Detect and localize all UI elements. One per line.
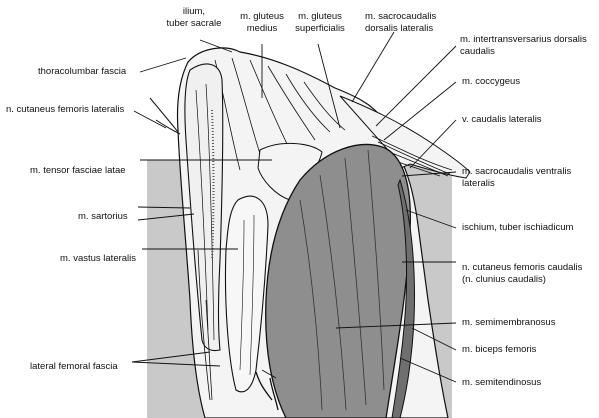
label-coccygeus: m. coccygeus <box>462 76 521 87</box>
label-sacrocaudalis-dorsalis-line1: m. sacrocaudalis <box>365 11 437 22</box>
label-ischium: ischium, tuber ischiadicum <box>462 222 574 233</box>
vastus-fibers <box>239 214 255 376</box>
label-gluteus-medius: m. gluteus medius <box>228 11 296 35</box>
label-sacrocaudalis-ventralis-line1: m. sacrocaudalis ventralis <box>462 166 572 177</box>
tail-fibers <box>371 135 453 177</box>
lateral-cutaneous-nerve <box>149 97 181 135</box>
label-intertransversarius-line1: m. intertransversarius dorsalis <box>460 34 587 45</box>
label-lateral-femoral-fascia: lateral femoral fascia <box>30 361 118 372</box>
tensor-fibers <box>195 83 215 341</box>
gluteus-medius-fibers <box>214 57 346 171</box>
label-thoracolumbar-fascia: thoracolumbar fascia <box>38 66 127 77</box>
label-sacrocaudalis-ventralis-line2: lateralis <box>462 178 495 189</box>
label-cutaneus-caudalis-line2: (n. clunius caudalis) <box>462 274 546 285</box>
label-ilium-line1: ilium, <box>182 6 206 17</box>
label-gluteus-superficialis-line1: m. gluteus <box>298 11 342 22</box>
tensor-stipple <box>211 109 215 261</box>
label-intertransversarius-line2: caudalis <box>460 46 495 57</box>
lateral-fascia-lines <box>197 249 213 401</box>
label-sacrocaudalis-ventralis: m. sacrocaudalis ventralis lateralis <box>462 166 571 190</box>
label-sartorius: m. sartorius <box>78 211 128 222</box>
label-biceps-femoris: m. biceps femoris <box>462 344 537 355</box>
label-tensor-fasciae-latae: m. tensor fasciae latae <box>30 165 126 176</box>
cutaneus-nerve-lower <box>255 371 279 411</box>
tail-region <box>339 95 471 179</box>
label-ilium-line2: tuber sacrale <box>166 18 222 29</box>
label-cutaneus-caudalis: n. cutaneus femoris caudalis (n. clunius… <box>462 262 582 286</box>
label-gluteus-medius-line2: medius <box>246 23 278 34</box>
vastus-lateralis <box>224 195 269 393</box>
tensor-fasciae-latae <box>184 63 224 352</box>
label-gluteus-medius-line1: m. gluteus <box>240 11 284 22</box>
label-gluteus-superficialis-line2: superficialis <box>295 23 345 34</box>
label-semimembranosus: m. semimembranosus <box>462 317 556 328</box>
label-cutaneus-caudalis-line1: n. cutaneus femoris caudalis <box>462 262 583 273</box>
label-intertransversarius: m. intertransversarius dorsalis caudalis <box>460 34 587 58</box>
label-vastus-lateralis: m. vastus lateralis <box>60 253 137 264</box>
biceps-fibers <box>299 149 385 411</box>
label-semitendinosus: m. semitendinosus <box>462 377 542 388</box>
label-cutaneus-lateralis: n. cutaneus femoris lateralis <box>6 104 125 115</box>
label-sacrocaudalis-dorsalis-line2: dorsalis lateralis <box>365 23 434 34</box>
label-ilium: ilium, tuber sacrale <box>164 6 224 30</box>
label-sacrocaudalis-dorsalis: m. sacrocaudalis dorsalis lateralis <box>365 11 436 35</box>
label-gluteus-superficialis: m. gluteus superficialis <box>288 11 352 35</box>
semitendinosus-strip <box>391 178 415 418</box>
leader-lines <box>131 31 457 383</box>
label-caudalis-lateralis: v. caudalis lateralis <box>462 114 542 125</box>
